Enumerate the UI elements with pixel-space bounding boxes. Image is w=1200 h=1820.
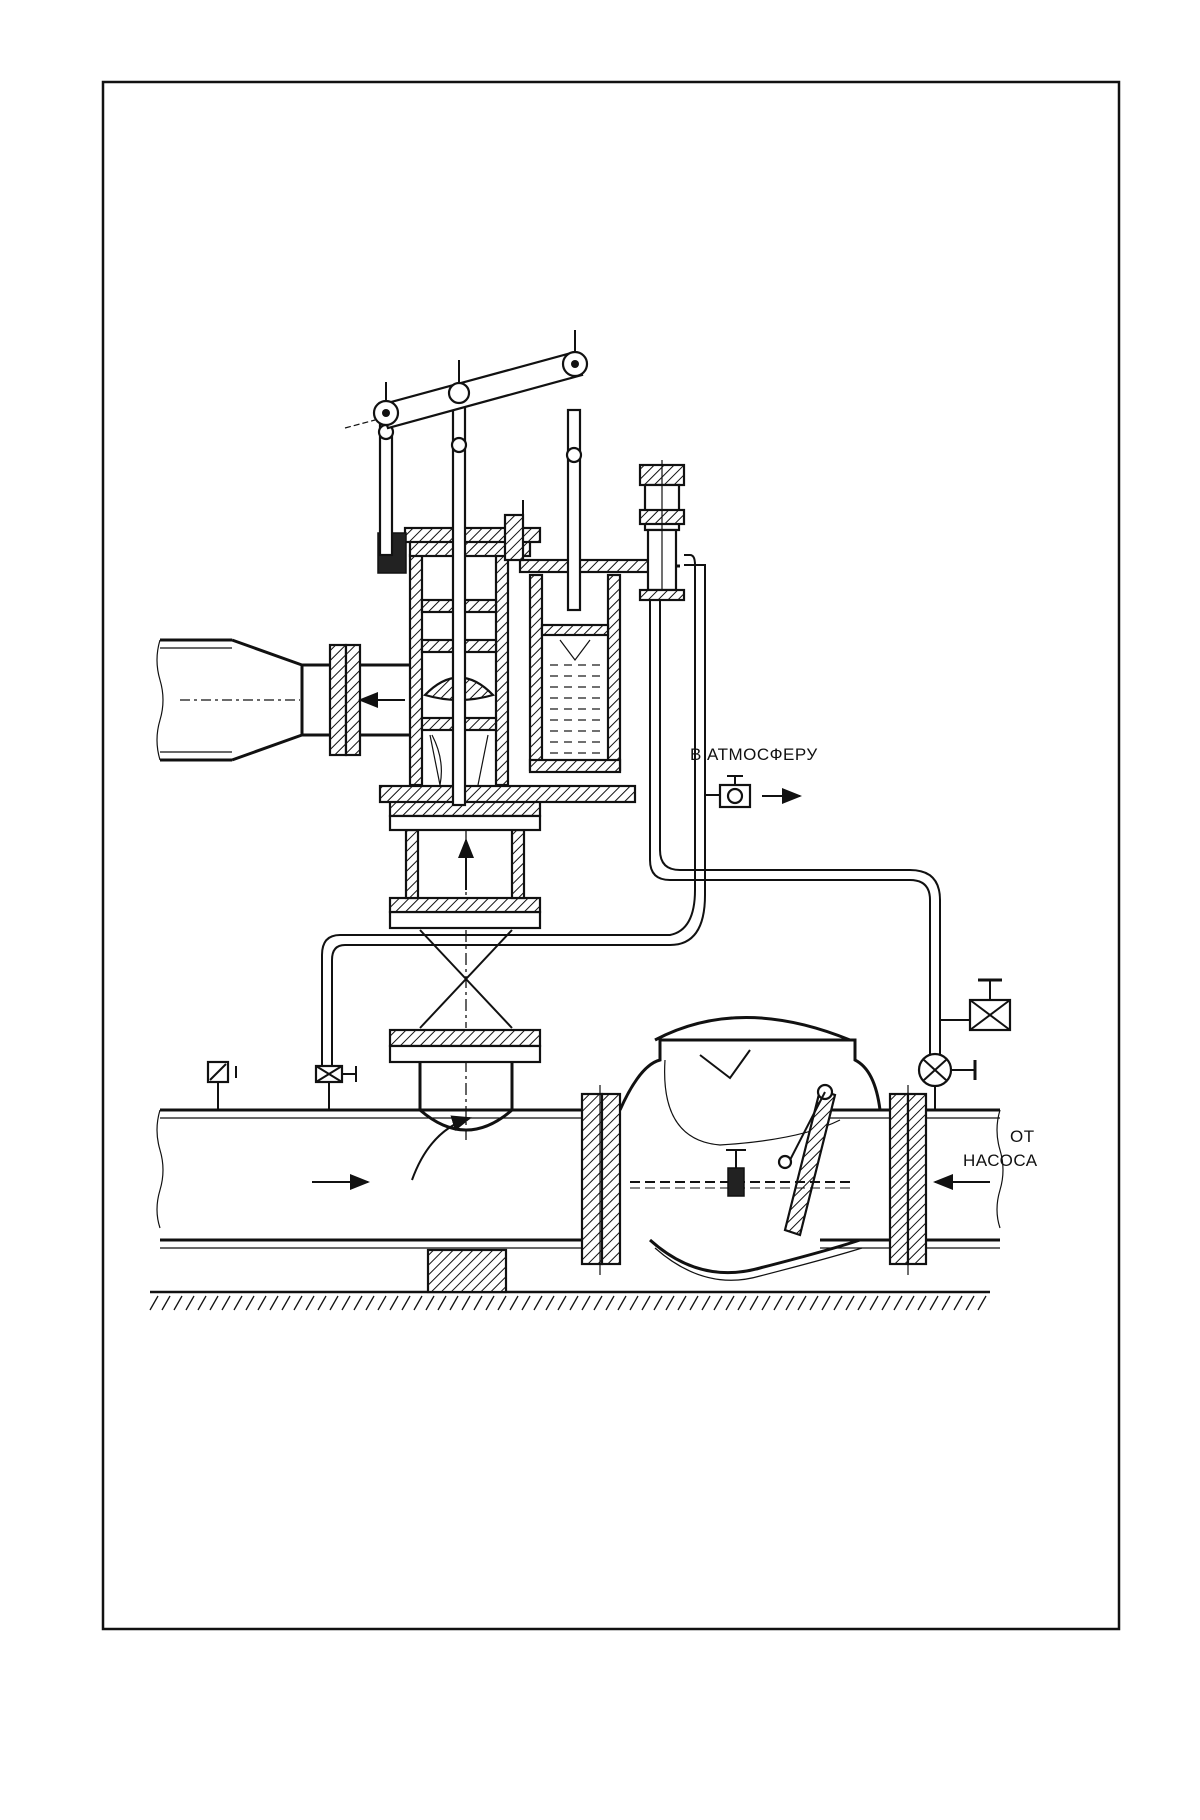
- ground: [150, 1292, 990, 1310]
- flow-arrow-up-curve: [412, 1118, 470, 1180]
- middle-pipe-section: [380, 786, 635, 928]
- foundation-block: [428, 1250, 506, 1292]
- pipe-flange-left: [582, 1085, 620, 1275]
- outlet-nozzle: [157, 640, 410, 760]
- vertical-branch-lower: [390, 1030, 540, 1140]
- label-atmosphere: В АТМОСФЕРУ: [690, 745, 818, 764]
- ball-valve: [919, 1054, 975, 1110]
- top-cover: [378, 500, 680, 573]
- vent-valve: [720, 776, 800, 807]
- pressure-fitting-left: [208, 1062, 236, 1110]
- handwheel-valve: [940, 980, 1010, 1030]
- main-pipe: [157, 1110, 1003, 1248]
- valve-housing: [410, 540, 530, 785]
- pilot-valve: [640, 460, 684, 600]
- pipe-flange-right: [890, 1085, 926, 1275]
- label-from-pump-line1: ОТ: [1010, 1127, 1035, 1146]
- label-from-pump-line2: НАСОСА: [963, 1151, 1038, 1170]
- small-valve-left: [316, 1066, 356, 1110]
- page-frame: [103, 82, 1119, 1629]
